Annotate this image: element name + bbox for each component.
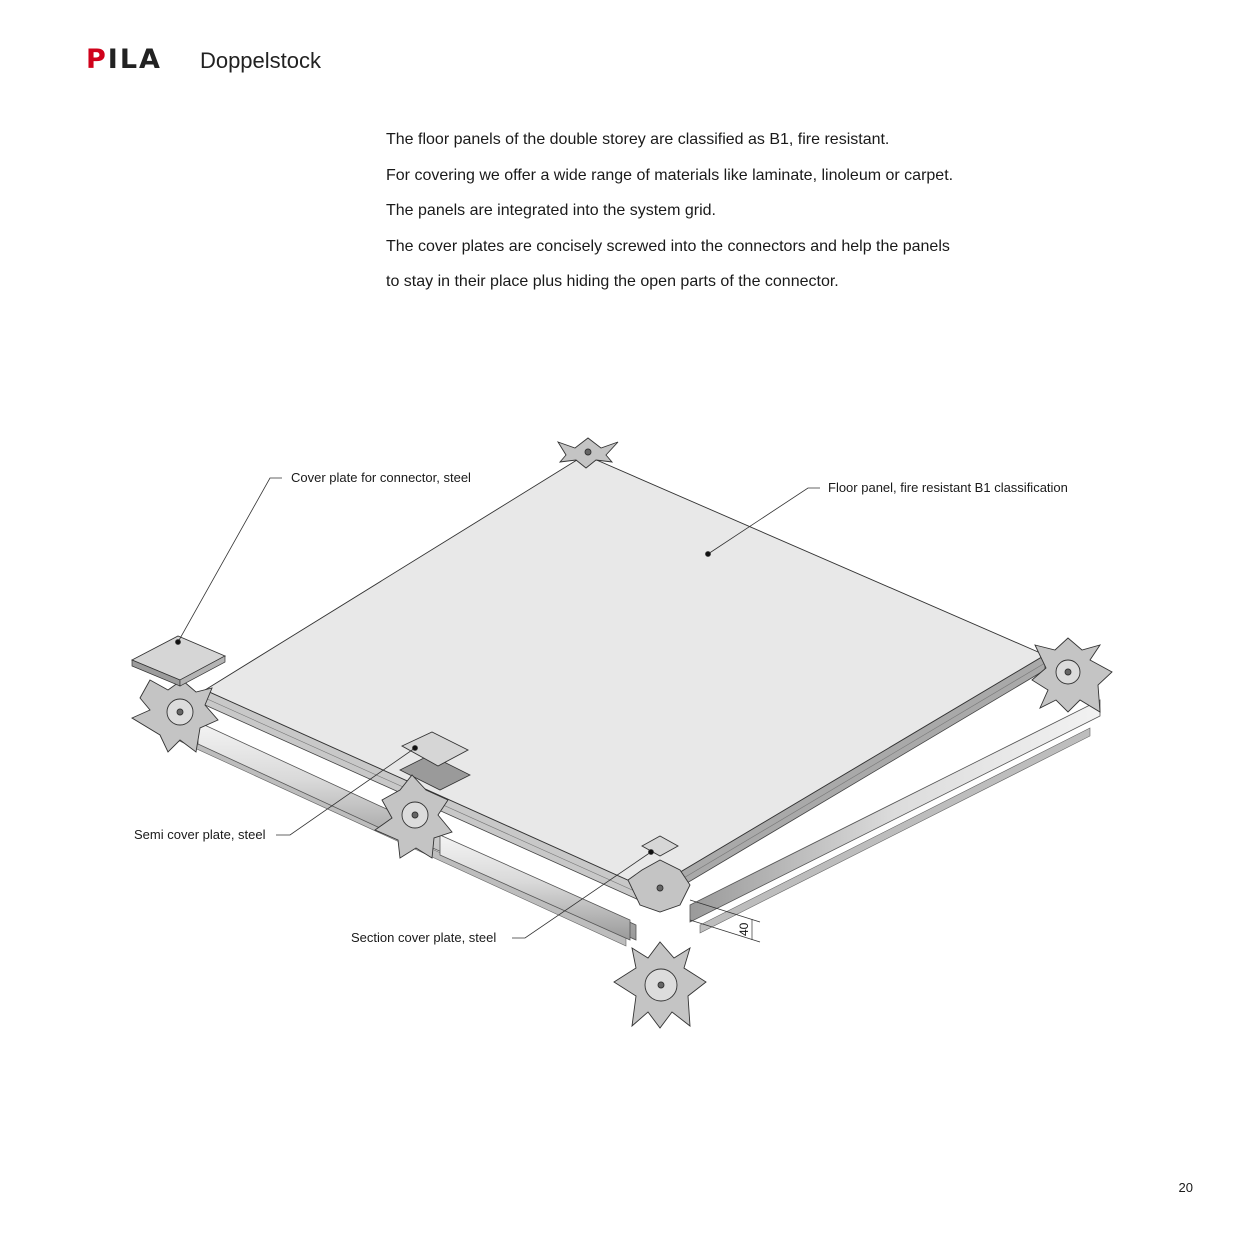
intro-line: The cover plates are concisely screwed i… (386, 237, 950, 255)
connector-mid-left (374, 774, 453, 859)
page-title: Doppelstock (199, 48, 322, 73)
right-beam (689, 699, 1101, 934)
dimension-marker (689, 899, 761, 943)
page-header: PILA Doppelstock (86, 44, 321, 84)
label-cover-plate: Cover plate for connector, steel (291, 470, 471, 485)
page-number: 20 (1178, 1180, 1193, 1195)
floor-panel-top (204, 454, 1046, 891)
connector-left (131, 679, 219, 753)
label-section-cover: Section cover plate, steel (351, 930, 497, 945)
connector-back (556, 437, 619, 469)
pila-logo: PILA (86, 44, 162, 75)
intro-text: The floor panels of the double storey ar… (386, 122, 1106, 300)
intro-line: The panels are integrated into the syste… (386, 202, 716, 219)
intro-line: The floor panels of the double storey ar… (386, 131, 890, 148)
connector-front-corner (627, 859, 691, 913)
dimension-label: 40 (737, 922, 751, 936)
connector-right (1031, 637, 1113, 713)
label-semi-cover: Semi cover plate, steel (134, 827, 266, 842)
connector-front (613, 941, 707, 1029)
label-floor-panel: Floor panel, fire resistant B1 classific… (828, 480, 1068, 495)
intro-line: For covering we offer a wide range of ma… (386, 166, 954, 184)
leader-lines (175, 477, 820, 939)
intro-line: to stay in their place plus hiding the o… (386, 273, 839, 290)
semi-cover-plate (401, 731, 469, 767)
